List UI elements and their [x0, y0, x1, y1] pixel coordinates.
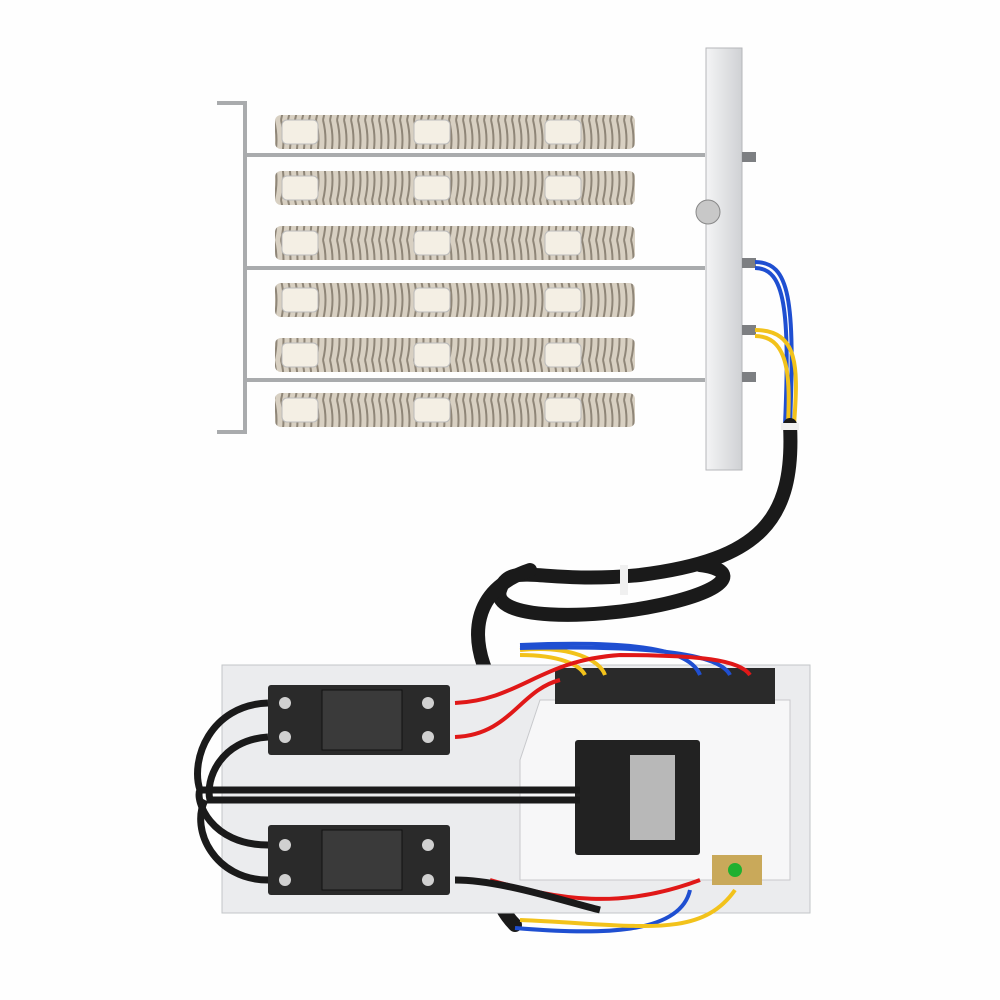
- breaker-1-handle[interactable]: [321, 689, 403, 751]
- ceramic-insulator: [544, 397, 582, 423]
- terminal-block-center: [630, 755, 675, 840]
- ceramic-insulator: [544, 230, 582, 256]
- ceramic-insulator: [544, 342, 582, 368]
- ceramic-insulator: [413, 119, 451, 145]
- breaker-cables: [194, 699, 601, 914]
- cable-tie: [620, 565, 628, 595]
- heater-lead-wires: [754, 260, 798, 426]
- ceramic-insulator: [544, 175, 582, 201]
- ceramic-insulator: [281, 119, 319, 145]
- ceramic-insulator: [413, 342, 451, 368]
- ground-indicator: [728, 863, 742, 877]
- ceramic-insulator: [413, 287, 451, 313]
- breaker-2-handle[interactable]: [321, 829, 403, 891]
- ceramic-insulator: [413, 175, 451, 201]
- ceramic-insulator: [281, 342, 319, 368]
- limit-switch: [695, 199, 721, 225]
- breaker-screws: [279, 697, 434, 886]
- terminal-studs: [742, 152, 756, 382]
- ceramic-insulator: [281, 287, 319, 313]
- terminal-strip: [555, 668, 775, 704]
- ceramic-insulator: [281, 397, 319, 423]
- heater-element: [217, 47, 756, 471]
- heating-coils: [275, 115, 635, 427]
- cable-tie: [781, 423, 799, 430]
- ceramic-insulator: [281, 175, 319, 201]
- mounting-plate: [705, 47, 743, 471]
- ceramic-insulator: [413, 397, 451, 423]
- support-frame: [217, 101, 705, 434]
- ceramic-insulator: [544, 287, 582, 313]
- ceramic-insulator: [544, 119, 582, 145]
- ceramic-insulator: [281, 230, 319, 256]
- ceramic-insulator: [413, 230, 451, 256]
